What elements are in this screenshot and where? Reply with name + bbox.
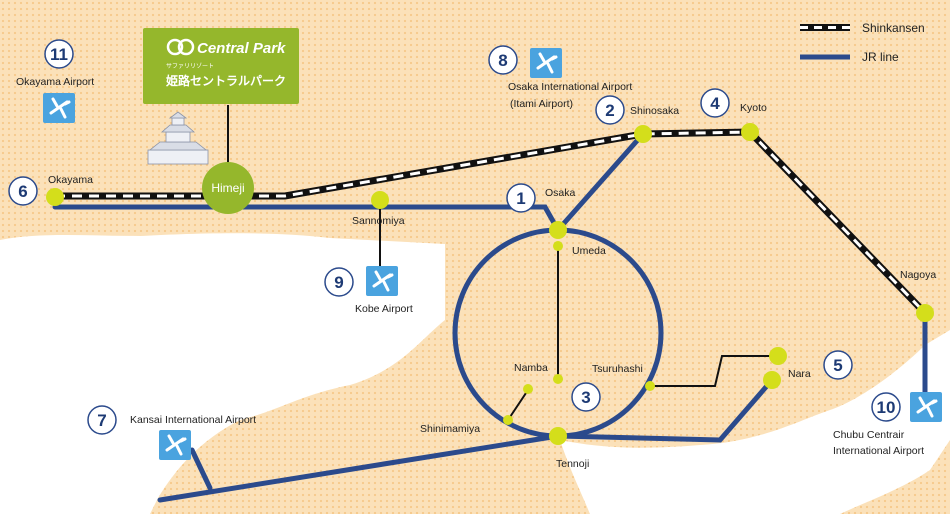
station-shinimamiya: [503, 415, 513, 425]
svg-text:10: 10: [877, 398, 896, 417]
label-kansai-airport: Kansai International Airport: [130, 414, 256, 426]
station-namba: [553, 374, 563, 384]
svg-text:8: 8: [498, 51, 507, 70]
marker-6: 6: [8, 176, 38, 206]
airplane-icon-okayama: [43, 93, 75, 123]
legend-shinkansen: Shinkansen: [862, 21, 925, 35]
marker-9: 9: [324, 267, 354, 297]
sea-area: [0, 233, 445, 514]
svg-text:4: 4: [710, 94, 720, 113]
svg-text:11: 11: [50, 45, 68, 64]
marker-8: 8: [488, 45, 518, 75]
marker-11: 11: [44, 39, 74, 69]
legend-jr-line: JR line: [862, 50, 899, 64]
airplane-icon-itami: [530, 48, 562, 78]
station-nara: [763, 371, 781, 389]
station-kyoto: [741, 123, 759, 141]
svg-text:1: 1: [516, 189, 525, 208]
label-osaka: Osaka: [545, 187, 576, 199]
label-kobe-airport: Kobe Airport: [355, 303, 413, 315]
svg-text:Central Park: Central Park: [197, 40, 286, 57]
label-okayama-airport: Okayama Airport: [16, 76, 94, 88]
station-tsuruhashi: [645, 381, 655, 391]
svg-text:2: 2: [605, 101, 614, 120]
station-himeji: [202, 162, 254, 214]
number-markers: 1 2 3 4 5 6 7 8 9 10 11: [8, 39, 901, 435]
legend: Shinkansen JR line: [800, 21, 925, 64]
label-tsuruhashi: Tsuruhashi: [592, 363, 643, 375]
marker-7: 7: [87, 405, 117, 435]
label-itami-2: (Itami Airport): [510, 98, 573, 110]
station-osaka: [549, 221, 567, 239]
svg-text:3: 3: [581, 388, 590, 407]
label-shinosaka: Shinosaka: [630, 105, 679, 117]
marker-1: 1: [506, 183, 536, 213]
stations: [46, 123, 934, 445]
label-namba: Namba: [514, 362, 548, 374]
station-nara-a: [769, 347, 787, 365]
branch-lines: [227, 105, 778, 421]
svg-text:6: 6: [18, 182, 27, 201]
svg-text:7: 7: [97, 411, 106, 430]
sea-area-east: [560, 330, 950, 514]
label-chubu-2: International Airport: [833, 445, 924, 457]
label-nara: Nara: [788, 368, 811, 380]
label-itami-1: Osaka International Airport: [508, 81, 632, 93]
marker-10: 10: [871, 392, 901, 422]
label-sannomiya: Sannomiya: [352, 215, 405, 227]
airplane-icon-kansai: [159, 430, 191, 460]
label-nagoya: Nagoya: [900, 269, 936, 281]
airplane-icons: [43, 48, 942, 460]
label-chubu-1: Chubu Centrair: [833, 429, 905, 441]
label-kyoto: Kyoto: [740, 102, 767, 114]
marker-5: 5: [823, 350, 853, 380]
airplane-icon-chubu: [910, 392, 942, 422]
station-namba-alt: [523, 384, 533, 394]
svg-text:サファリリゾート: サファリリゾート: [166, 63, 214, 70]
label-umeda: Umeda: [572, 245, 606, 257]
label-okayama: Okayama: [48, 174, 93, 186]
label-shinimamiya: Shinimamiya: [420, 423, 480, 435]
svg-text:5: 5: [833, 356, 842, 375]
station-shinosaka: [634, 125, 652, 143]
station-nagoya: [916, 304, 934, 322]
svg-text:9: 9: [334, 273, 343, 292]
station-tennoji: [549, 427, 567, 445]
svg-text:姫路セントラルパーク: 姫路セントラルパーク: [166, 73, 286, 88]
marker-3: 3: [571, 382, 601, 412]
himeji-castle-icon: [147, 111, 209, 165]
station-okayama: [46, 188, 64, 206]
airplane-icon-kobe: [366, 266, 398, 296]
central-park-logo: Central Park サファリリゾート 姫路セントラルパーク: [143, 28, 299, 104]
station-sannomiya: [371, 191, 389, 209]
station-umeda: [553, 241, 563, 251]
marker-4: 4: [700, 88, 730, 118]
label-tennoji: Tennoji: [556, 458, 589, 470]
marker-2: 2: [595, 95, 625, 125]
station-himeji-label: Himeji: [211, 181, 244, 195]
